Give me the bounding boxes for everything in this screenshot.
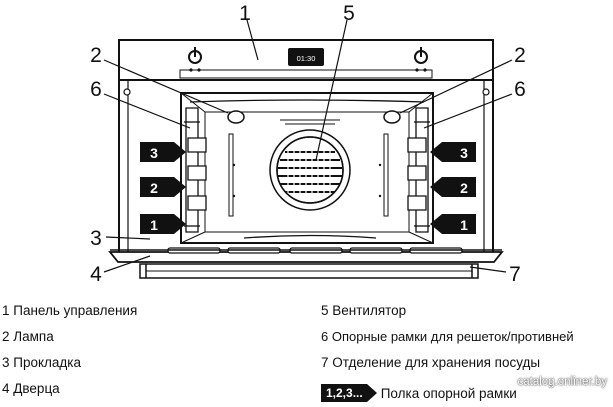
legend-item-3: 3 Прокладка <box>2 355 82 370</box>
leader-1 <box>246 19 259 61</box>
svg-text:2: 2 <box>460 180 468 196</box>
leader-2-left <box>103 59 229 114</box>
legend-item-1: 1 Панель управления <box>2 303 138 318</box>
legend-item-2: 2 Лампа <box>2 329 54 344</box>
side-slot-right <box>383 133 389 217</box>
shelf-tab-right-3: 3 <box>430 142 476 162</box>
cavity-edge-bl <box>180 231 206 244</box>
shelf-tab-right-1: 1 <box>430 214 476 234</box>
bolt-left-bottom <box>232 194 236 198</box>
shelf-tab-left-2: 2 <box>140 177 186 197</box>
callout-4: 4 <box>90 263 102 286</box>
callout-2-right: 2 <box>514 44 526 67</box>
leader-6-right <box>423 93 513 129</box>
bolt-right-top <box>378 163 382 167</box>
lamp-right-icon <box>383 110 401 124</box>
support-frame-right <box>407 107 430 233</box>
display-screen <box>288 48 324 66</box>
legend-item-5: 5 Вентилятор <box>321 303 407 318</box>
callout-1: 1 <box>239 2 251 25</box>
shelf-tab-left-3: 3 <box>140 142 186 162</box>
lamp-left-icon <box>227 110 245 124</box>
right-knob-icon <box>414 47 428 72</box>
leader-2-right <box>399 59 513 114</box>
callout-5: 5 <box>343 2 355 25</box>
callout-6-right: 6 <box>514 78 526 101</box>
leader-3 <box>105 236 151 240</box>
bolt-right-bottom <box>378 194 382 198</box>
side-slot-left <box>228 133 234 217</box>
leader-7 <box>469 266 507 273</box>
leader-6-left <box>103 93 191 129</box>
callout-2-left: 2 <box>90 44 102 67</box>
hinge-screw-left <box>123 88 131 96</box>
legend-item-4: 4 Дверца <box>2 381 60 396</box>
svg-text:3: 3 <box>460 145 468 161</box>
oven-illustration: 01:30 <box>90 2 526 286</box>
shelf-key-text: Полка опорной рамки <box>380 385 517 401</box>
svg-text:2: 2 <box>150 180 158 196</box>
fan-icon <box>269 129 351 211</box>
display-time: 01:30 <box>297 54 316 63</box>
callout-3: 3 <box>90 227 102 250</box>
svg-text:1: 1 <box>460 217 468 233</box>
hinge-screw-right <box>482 88 490 96</box>
legend-item-7: 7 Отделение для хранения посуды <box>321 355 541 370</box>
leader-4 <box>103 255 151 273</box>
shelf-key: 1,2,3... Полка опорной рамки <box>321 383 517 403</box>
legend-item-6: 6 Опорные рамки для решеток/противней <box>321 329 574 344</box>
gasket-top <box>189 99 425 103</box>
left-knob-icon <box>188 47 202 72</box>
svg-text:1: 1 <box>150 217 158 233</box>
support-frame-left <box>184 107 207 233</box>
shelf-tab-left-1: 1 <box>140 214 186 234</box>
svg-text:3: 3 <box>150 145 158 161</box>
cavity-edge-br <box>408 231 434 244</box>
callout-7: 7 <box>509 263 521 286</box>
watermark: catalog.onliner.by <box>517 376 607 388</box>
shelf-tab-right-2: 2 <box>430 177 476 197</box>
callout-6-left: 6 <box>90 78 102 101</box>
bolt-left-top <box>232 163 236 167</box>
leader-5 <box>315 19 348 161</box>
control-panel-strip <box>179 69 433 79</box>
shelf-key-badge: 1,2,3... <box>321 384 377 402</box>
